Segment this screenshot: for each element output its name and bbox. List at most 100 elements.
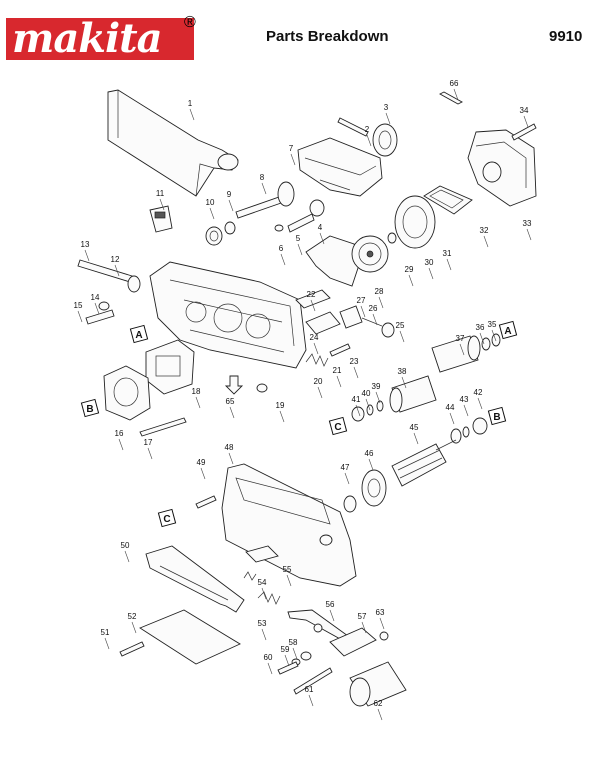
registered-mark: ® — [184, 14, 196, 31]
dust-bag-part-1 — [107, 89, 239, 197]
part-number-4: 4 — [318, 223, 323, 232]
part-number-62: 62 — [374, 699, 383, 708]
part-number-15: 15 — [74, 301, 83, 310]
shaft-part-8 — [235, 181, 325, 219]
leader-line — [284, 654, 290, 667]
leader-line — [355, 404, 361, 417]
part-number-46: 46 — [365, 449, 374, 458]
label-part-66 — [439, 91, 463, 105]
motor-housing-part-16 — [103, 365, 151, 421]
leader-line — [229, 406, 235, 419]
plate-part-24 — [305, 311, 341, 335]
leader-line — [261, 628, 267, 641]
leader-line — [209, 207, 215, 220]
roller-part-62 — [349, 661, 407, 707]
leader-line — [336, 375, 342, 388]
leader-line — [361, 621, 367, 634]
leader-line — [77, 310, 83, 323]
part-number-65: 65 — [226, 397, 235, 406]
leader-line — [523, 115, 529, 128]
leader-line — [267, 662, 273, 675]
leader-line — [344, 472, 350, 485]
part-number-42: 42 — [474, 388, 483, 397]
plate-part-52 — [139, 609, 241, 665]
part-number-16: 16 — [115, 429, 124, 438]
part-number-23: 23 — [350, 357, 359, 366]
model-number: 9910 — [549, 28, 583, 45]
part-number-48: 48 — [225, 443, 234, 452]
part-number-3: 3 — [384, 103, 389, 112]
bearing-part-42 — [450, 417, 488, 444]
leader-line — [104, 637, 110, 650]
part-number-labels: 1234567891011121314151617181920212223242… — [74, 79, 532, 721]
leader-line — [189, 108, 195, 121]
part-number-58: 58 — [289, 638, 298, 647]
lever-part-56 — [287, 609, 349, 641]
part-number-31: 31 — [443, 249, 452, 258]
switch-part-11 — [149, 205, 173, 233]
part-number-12: 12 — [111, 255, 120, 264]
page-title: Parts Breakdown — [266, 28, 389, 45]
leader-line — [446, 258, 452, 271]
leader-line — [319, 232, 325, 245]
part-number-60: 60 — [264, 653, 273, 662]
part-number-51: 51 — [101, 628, 110, 637]
part-number-61: 61 — [305, 685, 314, 694]
part-number-21: 21 — [333, 366, 342, 375]
leader-line — [375, 391, 381, 404]
plate-part-55 — [245, 545, 279, 563]
leader-line — [365, 398, 371, 411]
part-number-22: 22 — [307, 290, 316, 299]
part-number-27: 27 — [357, 296, 366, 305]
screw-part-2 — [337, 117, 369, 137]
part-number-14: 14 — [91, 293, 100, 302]
leader-line — [368, 458, 374, 471]
magnet-part-37 — [431, 335, 481, 373]
part-number-32: 32 — [480, 226, 489, 235]
arrow-part-65 — [224, 375, 244, 395]
gear-part-3 — [372, 123, 398, 157]
pin-part-61 — [293, 667, 333, 695]
leader-line — [449, 412, 455, 425]
leader-line — [84, 249, 90, 262]
part-number-53: 53 — [258, 619, 267, 628]
leader-line — [290, 153, 296, 166]
leader-line — [399, 330, 405, 343]
shaft-part-12 — [77, 259, 141, 293]
reference-tag-c: C — [157, 508, 177, 528]
leader-line — [228, 452, 234, 465]
part-number-18: 18 — [192, 387, 201, 396]
part-number-8: 8 — [260, 173, 265, 182]
leader-line — [114, 264, 120, 277]
part-number-28: 28 — [375, 287, 384, 296]
screw-part-34 — [511, 123, 537, 141]
leader-line — [377, 708, 383, 721]
screw-part-15 — [85, 301, 115, 325]
part-number-1: 1 — [188, 99, 193, 108]
part-number-34: 34 — [520, 106, 529, 115]
leader-line — [413, 432, 419, 445]
washer-part-39 — [351, 400, 384, 422]
leader-line — [159, 198, 165, 211]
fan-part-46 — [361, 469, 387, 507]
leader-line — [353, 366, 359, 379]
leader-line — [261, 182, 267, 195]
leader-line — [228, 199, 234, 212]
leader-line — [94, 302, 100, 315]
reference-tag-a: A — [498, 320, 518, 340]
part-number-41: 41 — [352, 395, 361, 404]
base-part-50 — [145, 545, 245, 613]
leader-line — [453, 88, 459, 101]
bearing-part-47 — [343, 495, 357, 513]
screw-part-51 — [119, 641, 145, 657]
leader-line — [310, 299, 316, 312]
part-number-26: 26 — [369, 304, 378, 313]
reference-tag-label: C — [334, 422, 341, 433]
baffle-part-28 — [305, 235, 361, 287]
part-number-19: 19 — [276, 401, 285, 410]
bearing-part-10 — [205, 221, 236, 246]
part-number-39: 39 — [372, 382, 381, 391]
leader-line — [491, 329, 497, 342]
